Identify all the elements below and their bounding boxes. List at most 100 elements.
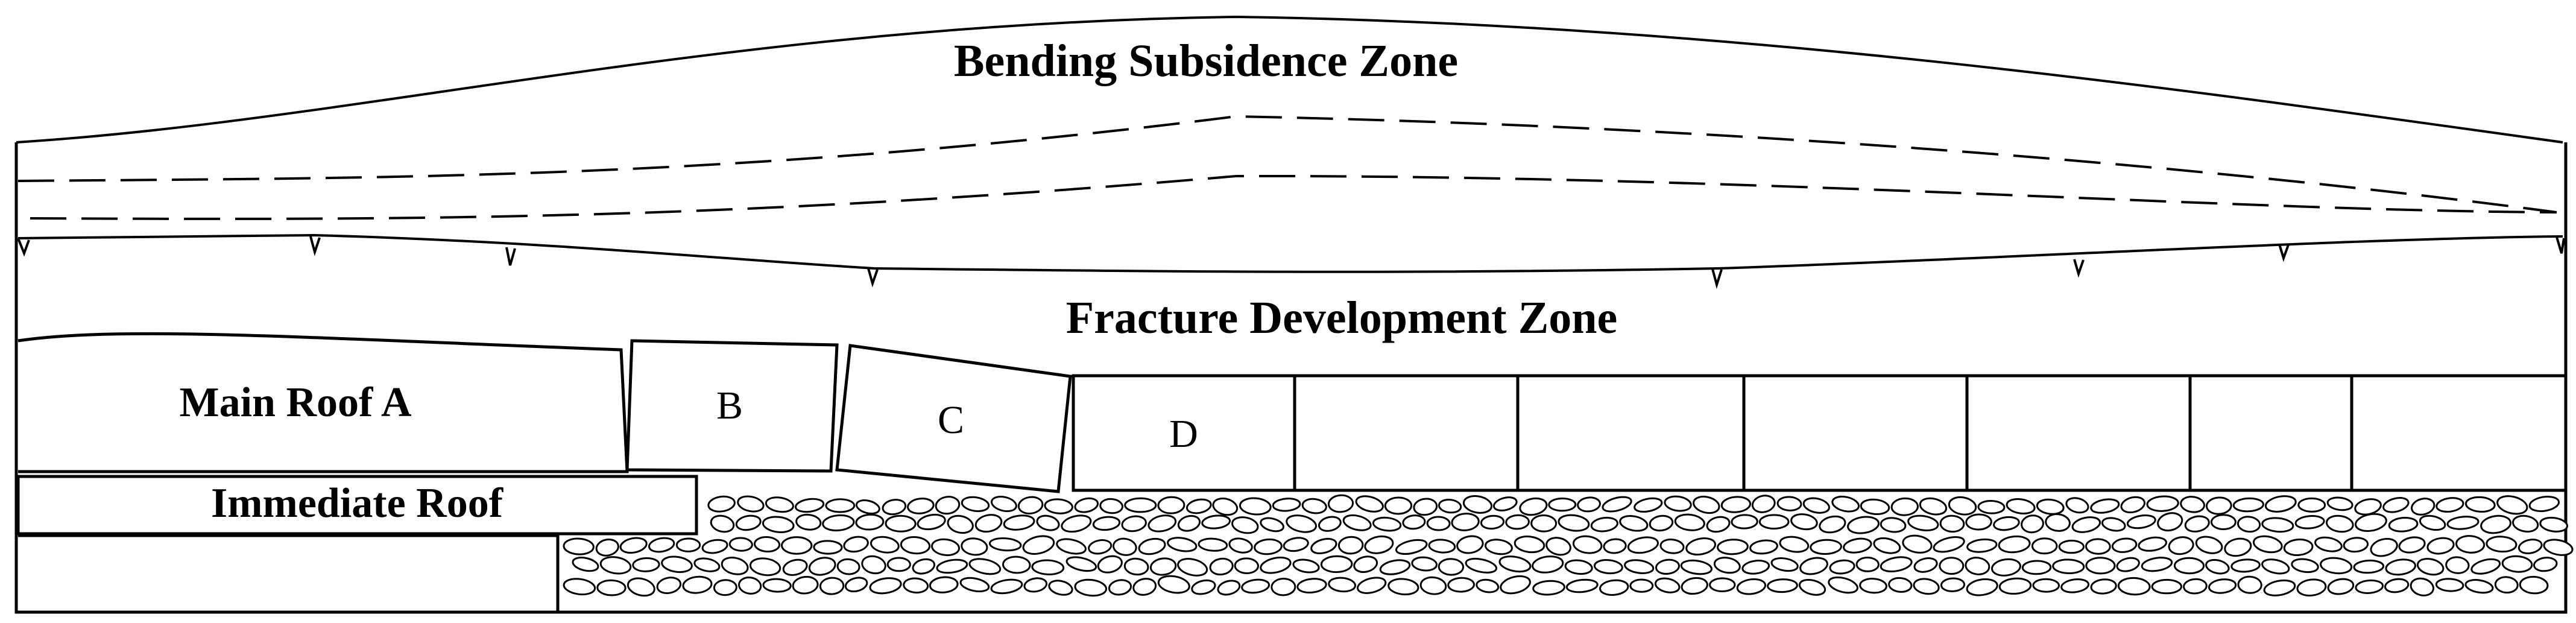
rubble-stone: [1500, 575, 1531, 595]
rubble-stone: [869, 577, 902, 595]
rubble-stone: [753, 536, 781, 553]
rubble-stone: [1634, 497, 1663, 513]
rubble-stone: [595, 538, 619, 557]
rubble-stone: [2263, 579, 2296, 596]
rubble-stone: [1426, 516, 1451, 531]
rubble-stone: [749, 557, 781, 577]
rubble-stone: [2486, 536, 2518, 553]
rubble-stone: [1092, 516, 1121, 531]
rubble-stone: [1048, 580, 1073, 596]
rubble-stone: [886, 557, 911, 572]
rubble-stone: [1532, 580, 1565, 596]
rubble-stone: [2410, 577, 2434, 596]
rubble-stone: [825, 498, 856, 513]
rubble-stone: [1713, 557, 1741, 574]
block-c: [835, 344, 1072, 493]
dashed-boundary-lower: [30, 174, 2557, 220]
rubble-stone: [1124, 497, 1157, 513]
rubble-stone: [2539, 516, 2569, 533]
rubble-stone: [1132, 578, 1157, 596]
rubble-stone: [794, 498, 825, 513]
rubble-stone: [1395, 539, 1428, 555]
rubble-stone: [1505, 514, 1530, 530]
rubble-stone: [1674, 513, 1705, 531]
rubble-stone: [1779, 536, 1810, 553]
rubble-stone: [900, 536, 931, 555]
block-b-label: B: [716, 384, 743, 428]
rubble-stone: [2494, 576, 2519, 594]
rubble-stone: [2446, 516, 2480, 530]
rubble-stone: [861, 555, 886, 575]
rubble-stone: [1384, 496, 1413, 515]
rubble-stone: [2455, 535, 2486, 554]
rubble-stone: [2138, 536, 2167, 552]
rubble-stone: [2120, 496, 2145, 514]
rubble-stone: [2173, 557, 2205, 575]
rubble-stone: [2090, 578, 2117, 595]
rubble-stone: [2445, 556, 2470, 574]
rubble-stone: [1907, 514, 1939, 531]
rubble-stone: [2085, 538, 2111, 555]
rubble-stone: [1149, 557, 1177, 576]
rubble-stone: [2512, 514, 2539, 533]
rubble-stone: [1023, 577, 1048, 593]
rubble-stone: [1731, 514, 1758, 530]
rubble-stone: [721, 557, 749, 575]
rubble-stone: [1228, 537, 1253, 554]
fracture-zone-label: Fracture Development Zone: [1066, 293, 1618, 343]
rubble-stone: [1799, 557, 1828, 575]
rubble-stone: [762, 516, 795, 533]
rubble-stone: [2426, 537, 2455, 555]
rubble-stone: [885, 514, 917, 533]
rubble-stone: [1231, 516, 1259, 534]
rubble-stone: [1593, 559, 1623, 575]
rubble-stone: [2384, 578, 2410, 593]
rubble-stone: [762, 578, 792, 593]
rubble-stone: [1254, 538, 1283, 555]
rubble-stone: [1998, 535, 2031, 554]
rubble-stone: [2116, 557, 2140, 572]
rubble-stone: [728, 537, 753, 552]
rubble-stone: [2435, 578, 2464, 592]
rubble-stone: [2117, 577, 2151, 596]
rubble-stone: [2297, 497, 2326, 513]
rubble-stone: [843, 536, 869, 553]
rubble-stone: [990, 578, 1023, 595]
rubble-stone: [1664, 495, 1692, 512]
rubble-stone: [2294, 515, 2325, 530]
rubble-stone: [1802, 497, 1831, 514]
rubble-stone: [1357, 577, 1387, 594]
rubble-stone: [2036, 498, 2065, 515]
rubble-stone: [1913, 557, 1938, 573]
rubble-stone: [1097, 555, 1123, 574]
rubble-stone: [1790, 513, 1818, 531]
rubble-stone: [1044, 498, 1073, 514]
rubble-stone: [1065, 556, 1097, 572]
rubble-stone: [1157, 496, 1185, 514]
rubble-stone: [2264, 495, 2297, 513]
rubble-stone: [1379, 559, 1411, 575]
rubble-stone: [1260, 556, 1292, 574]
rubble-stone: [2205, 558, 2230, 575]
rubble-stone: [2230, 558, 2261, 573]
rubble-stone: [1649, 514, 1674, 532]
rubble-stone: [1241, 578, 1271, 594]
rubble-stone: [1619, 515, 1649, 532]
rubble-stone: [1530, 514, 1558, 533]
rubble-stone: [707, 495, 736, 513]
rubble-stone: [1966, 578, 1998, 596]
rubble-stone: [1681, 577, 1708, 595]
rubble-stone: [1514, 536, 1545, 554]
rubble-stone: [2436, 497, 2464, 513]
rubble-stone: [2480, 514, 2511, 534]
rubble-stone: [1770, 557, 1799, 572]
rubble-stone: [2052, 558, 2085, 575]
block-b: [625, 339, 839, 473]
rubble-stone: [563, 537, 595, 555]
rubble-stone: [1798, 578, 1826, 596]
rubble-stone: [1902, 534, 1933, 554]
rubble-stone: [2237, 516, 2261, 533]
rubble-stone: [1451, 513, 1480, 531]
rubble-stone: [1965, 513, 1992, 531]
